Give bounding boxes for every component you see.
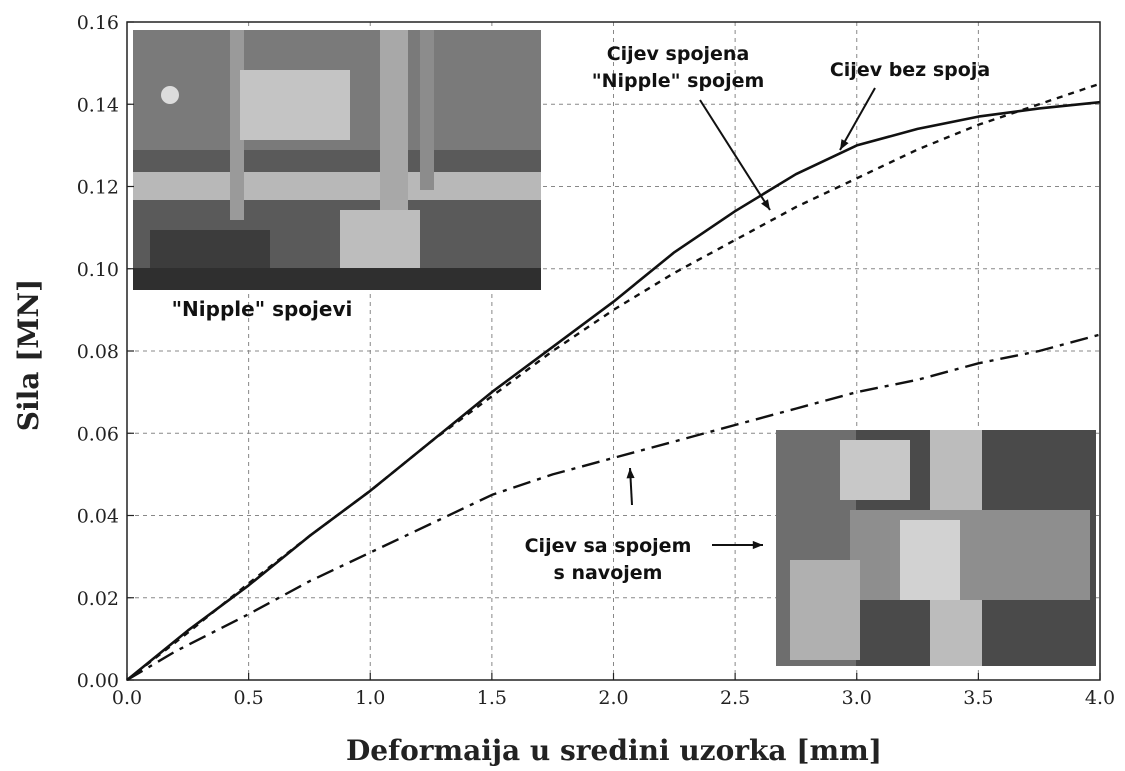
arrow-nipple-joint-head — [761, 199, 770, 210]
y-axis-label: Sila [MN] — [12, 279, 45, 431]
annotation-threaded-joint: Cijev sa spojem — [525, 535, 692, 557]
y-tick-label: 0.06 — [77, 423, 119, 445]
y-tick-label: 0.00 — [77, 670, 119, 692]
annotation-nipple-joint: "Nipple" spojem — [592, 70, 765, 92]
series-line-3 — [126, 333, 1101, 682]
arrow-no-joint-head — [840, 139, 849, 150]
x-tick-label: 1.0 — [355, 687, 385, 709]
annotations: Cijev spojena "Nipple" spojem Cijev bez sp… — [172, 43, 991, 584]
x-tick-label: 2.5 — [720, 687, 750, 709]
y-tick-label: 0.02 — [77, 588, 119, 610]
x-tick-label: 1.5 — [477, 687, 507, 709]
y-tick-label: 0.16 — [77, 12, 119, 34]
y-tick-label: 0.08 — [77, 341, 119, 363]
annotation-no-joint: Cijev bez spoja — [830, 59, 990, 81]
inset-photo-nipple-joints — [133, 30, 541, 290]
arrow-threaded-joint-up-head — [626, 468, 635, 479]
annotation-threaded-joint: s navojem — [554, 562, 663, 584]
x-tick-label: 0.0 — [112, 687, 142, 709]
x-tick-label: 2.0 — [598, 687, 628, 709]
photo-caption-nipple: "Nipple" spojevi — [172, 297, 353, 321]
y-tick-label: 0.12 — [77, 177, 119, 199]
x-tick-label: 0.5 — [234, 687, 264, 709]
x-axis-label: Deformaija u sredini uzorka [mm] — [346, 734, 882, 767]
tick-labels: 0.0 0.5 1.0 1.5 2.0 2.5 3.0 3.5 4.0 0.00 0.02 0.04 0… — [77, 12, 1115, 709]
series-line-2 — [126, 82, 1101, 681]
y-tick-label: 0.04 — [77, 506, 119, 528]
y-tick-label: 0.14 — [77, 94, 119, 116]
x-tick-label: 3.0 — [842, 687, 872, 709]
arrow-nipple-joint — [699, 99, 771, 211]
arrow-no-joint — [839, 87, 876, 151]
series — [126, 82, 1101, 682]
x-tick-label: 3.5 — [963, 687, 993, 709]
x-tick-label: 4.0 — [1085, 687, 1115, 709]
y-tick-label: 0.10 — [77, 259, 119, 281]
inset-photo-threaded-joint — [776, 430, 1096, 666]
annotation-nipple-joint: Cijev spojena — [607, 43, 750, 65]
arrow-threaded-joint-right-head — [752, 540, 763, 550]
